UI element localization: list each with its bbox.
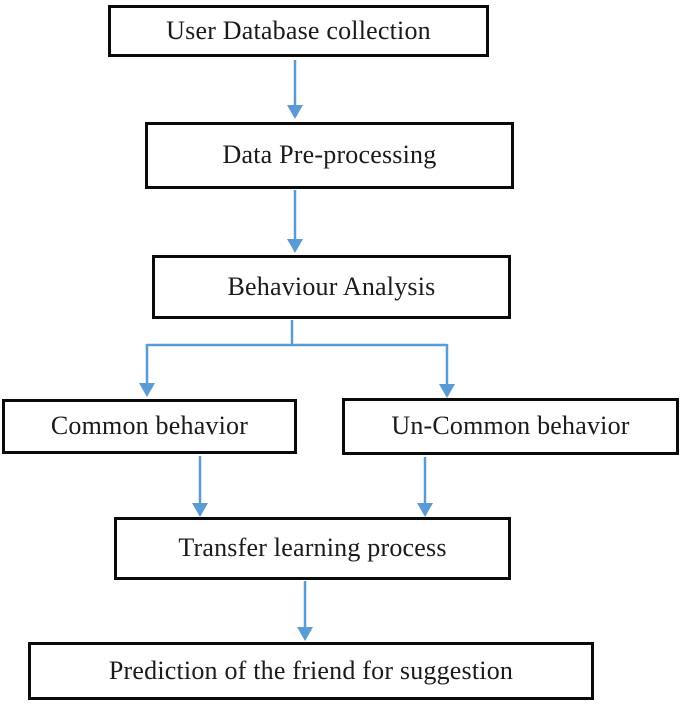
node-un-common-behavior: Un-Common behavior [342,398,679,455]
edge-common-to-transfer [192,456,208,517]
edge-uncommon-to-transfer [417,457,433,517]
node-label: Un-Common behavior [391,411,630,441]
edge-transfer-to-prediction [297,581,313,641]
node-label: Common behavior [50,411,249,441]
node-behaviour-analysis: Behaviour Analysis [152,255,511,319]
node-label: Behaviour Analysis [227,271,436,301]
node-label: User Database collection [166,15,431,45]
node-label: Transfer learning process [178,533,447,563]
edge-preprocessing-to-analysis [287,190,303,253]
edge-analysis-branch [139,320,455,398]
node-prediction-of-friend: Prediction of the friend for suggestion [28,642,594,700]
node-user-database-collection: User Database collection [108,5,489,57]
edge-database-to-preprocessing [287,60,303,119]
node-transfer-learning-process: Transfer learning process [114,517,511,580]
node-label: Data Pre-processing [222,140,437,170]
node-common-behavior: Common behavior [2,399,297,454]
node-label: Prediction of the friend for suggestion [108,655,514,685]
node-data-pre-processing: Data Pre-processing [145,122,514,189]
